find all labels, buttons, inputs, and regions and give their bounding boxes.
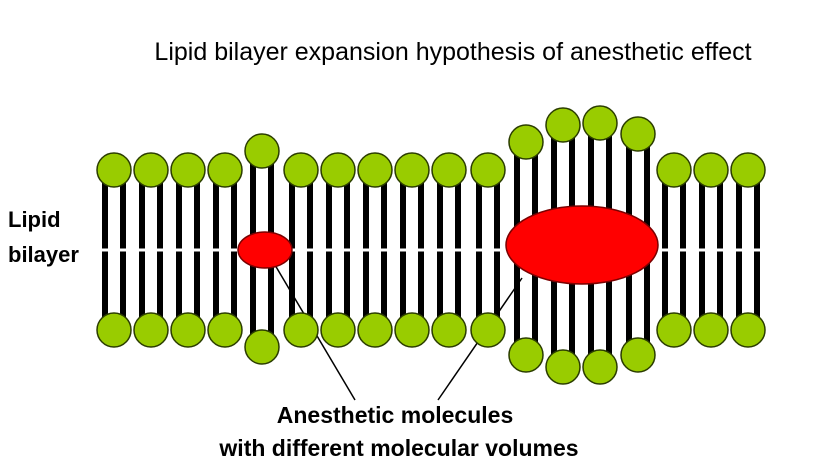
lipid-head-bottom xyxy=(693,312,729,348)
lipid-head-top xyxy=(656,152,692,188)
lipid-head-top xyxy=(693,152,729,188)
lipid-head-top xyxy=(582,105,618,141)
lipid-head-top xyxy=(170,152,206,188)
lipid-bilayer-label-line1: Lipid xyxy=(8,207,61,232)
lipid-heads xyxy=(96,105,766,385)
lipid-head-top xyxy=(470,152,506,188)
lipid-head-bottom xyxy=(431,312,467,348)
lipid-head-bottom xyxy=(730,312,766,348)
lipid-bilayer-label-line2: bilayer xyxy=(8,242,79,267)
lipid-head-top xyxy=(244,133,280,169)
lipid-head-top xyxy=(508,124,544,160)
lipid-head-bottom xyxy=(620,337,656,373)
lipid-head-top xyxy=(431,152,467,188)
lipid-head-top xyxy=(320,152,356,188)
lipid-head-top xyxy=(207,152,243,188)
lipid-head-bottom xyxy=(656,312,692,348)
small-anesthetic-molecule xyxy=(237,231,293,269)
lipid-head-top xyxy=(96,152,132,188)
caption-line2: with different molecular volumes xyxy=(218,435,578,461)
lipid-head-bottom xyxy=(582,349,618,385)
lipid-head-bottom xyxy=(170,312,206,348)
lipid-head-bottom xyxy=(357,312,393,348)
lipid-head-top xyxy=(394,152,430,188)
lipid-head-top xyxy=(283,152,319,188)
lipid-head-bottom xyxy=(283,312,319,348)
large-anesthetic-molecule xyxy=(505,205,659,285)
lipid-head-top xyxy=(357,152,393,188)
lipid-head-top xyxy=(730,152,766,188)
lipid-head-bottom xyxy=(207,312,243,348)
lipid-head-bottom xyxy=(96,312,132,348)
diagram-title: Lipid bilayer expansion hypothesis of an… xyxy=(154,38,751,66)
lipid-head-top xyxy=(133,152,169,188)
lipid-head-top xyxy=(545,107,581,143)
lipid-head-bottom xyxy=(545,349,581,385)
lipid-head-bottom xyxy=(244,329,280,365)
lipid-head-bottom xyxy=(133,312,169,348)
caption-line1: Anesthetic molecules xyxy=(277,402,513,428)
lipid-head-top xyxy=(620,116,656,152)
lipid-head-bottom xyxy=(394,312,430,348)
lipid-head-bottom xyxy=(470,312,506,348)
lipid-head-bottom xyxy=(320,312,356,348)
lipid-head-bottom xyxy=(508,337,544,373)
